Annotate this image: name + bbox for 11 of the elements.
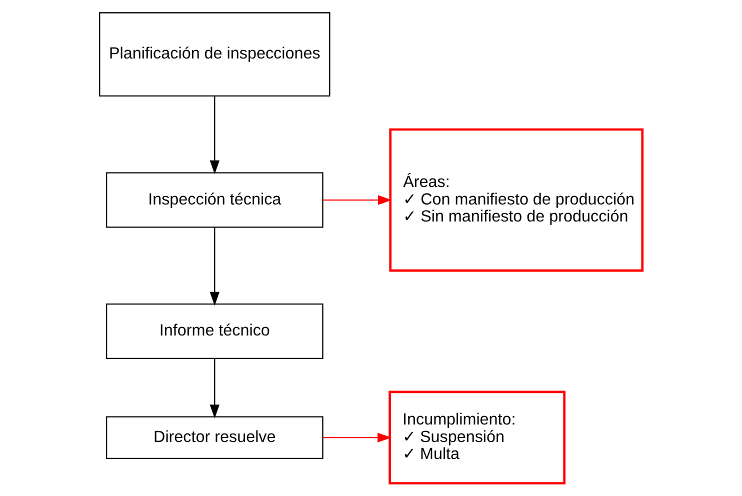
- node-box: Informe técnico: [106, 303, 324, 359]
- node-box: Planificación de inspecciones: [99, 12, 330, 97]
- node-box: Incumplimiento: ✓ Suspensión ✓ Multa: [388, 390, 566, 484]
- node-box: Director resuelve: [106, 416, 324, 459]
- arrow: [322, 195, 392, 205]
- arrow: [210, 96, 220, 174]
- arrow: [322, 432, 392, 442]
- node-box: Inspección técnica: [106, 172, 324, 228]
- node-box: Áreas: ✓ Con manifiesto de producción ✓ Sin manifiesto de producción: [389, 128, 644, 272]
- arrow: [210, 227, 220, 306]
- arrow: [210, 358, 220, 418]
